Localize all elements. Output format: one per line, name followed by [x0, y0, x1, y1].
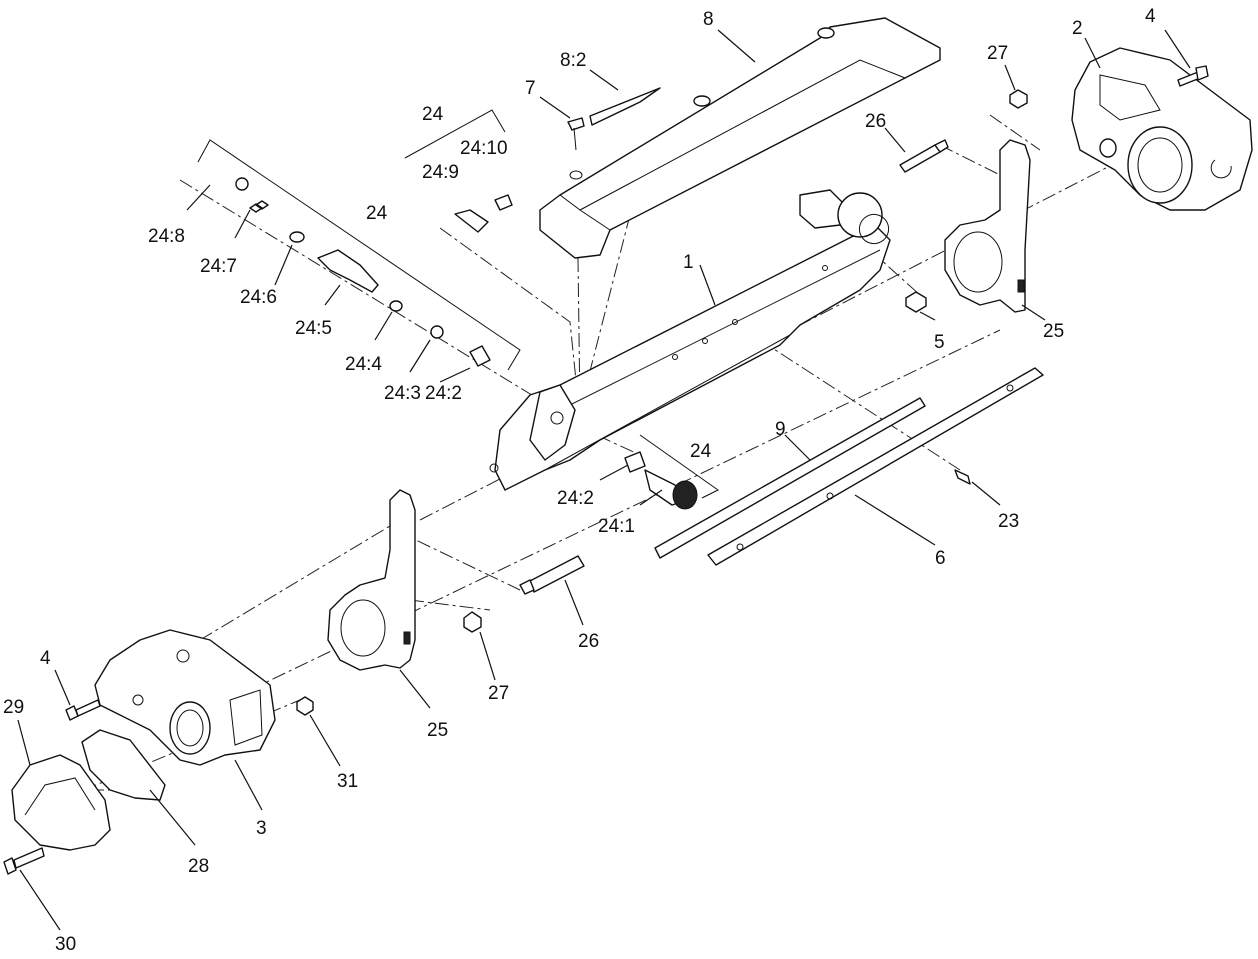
part-26-pin-top	[899, 139, 949, 173]
leader-lines	[17, 29, 1191, 931]
part-4-bolt-top	[1177, 65, 1209, 87]
part-23-screw	[954, 469, 971, 485]
callout-24-7: 24:7	[200, 256, 237, 277]
callout-8: 8	[703, 9, 714, 30]
callout-6: 6	[935, 548, 946, 569]
part-5-nut	[905, 291, 927, 313]
part-25-arm-left	[327, 489, 416, 671]
part-27-nut-bottom	[463, 611, 482, 633]
callout-5: 5	[934, 332, 945, 353]
part-1-frame	[489, 224, 891, 491]
callout-24: 24	[366, 203, 388, 224]
part-2-right-housing	[1071, 47, 1253, 211]
part-29-cover	[11, 754, 111, 851]
callout-2: 2	[1072, 18, 1083, 39]
callout-24-2: 24:2	[425, 383, 462, 404]
callout-28: 28	[188, 856, 209, 877]
callout-24-10: 24:10	[460, 138, 508, 159]
callout-24-3: 24:3	[384, 383, 421, 404]
callout-26: 26	[865, 111, 886, 132]
callout-25: 25	[427, 720, 448, 741]
callout-8-2: 8:2	[560, 50, 586, 71]
part-24-9-clip	[404, 109, 513, 233]
part-25-arm-right	[944, 139, 1031, 313]
pulley-assembly	[799, 189, 890, 245]
part-8-top-cover	[539, 17, 941, 259]
callout-23: 23	[998, 511, 1019, 532]
callout-24-4: 24:4	[345, 354, 382, 375]
callout-31: 31	[337, 771, 358, 792]
callout-24-6: 24:6	[240, 287, 277, 308]
callout-24-8: 24:8	[148, 226, 185, 247]
part-4-bolt-left	[65, 699, 101, 721]
part-3-left-housing	[94, 629, 276, 766]
part-27-nut-top	[1009, 89, 1028, 109]
callout-4: 4	[40, 648, 51, 669]
part-28-gasket	[81, 729, 166, 801]
callout-24: 24	[690, 441, 712, 462]
callout-27: 27	[987, 43, 1008, 64]
callout-24-5: 24:5	[295, 318, 332, 339]
callout-3: 3	[256, 818, 267, 839]
part-26-pin-bottom	[519, 555, 585, 595]
part-31-nut	[296, 696, 314, 716]
part-24-subassembly-exploded	[197, 139, 521, 371]
callout-24-2: 24:2	[557, 488, 594, 509]
part-9-strip	[654, 397, 926, 559]
callout-7: 7	[525, 78, 536, 99]
part-8-2-decal	[589, 87, 661, 126]
callout-25: 25	[1043, 321, 1064, 342]
callout-9: 9	[775, 419, 786, 440]
callout-4: 4	[1145, 6, 1156, 27]
callout-27: 27	[488, 683, 509, 704]
part-6-strip	[707, 367, 1044, 566]
callout-24-9: 24:9	[422, 162, 459, 183]
callout-30: 30	[55, 934, 76, 955]
callout-24-1: 24:1	[598, 516, 635, 537]
part-7-screw	[567, 117, 585, 151]
callout-1: 1	[683, 252, 694, 273]
part-30-bolt	[3, 847, 45, 875]
callout-26: 26	[578, 631, 599, 652]
callout-24: 24	[422, 104, 444, 125]
callout-labels: 8 8:2 7 27 2 4 26 24 24:10 24:9 24 24:8 …	[3, 6, 1156, 955]
callout-29: 29	[3, 697, 24, 718]
part-24-assembled	[624, 434, 719, 510]
